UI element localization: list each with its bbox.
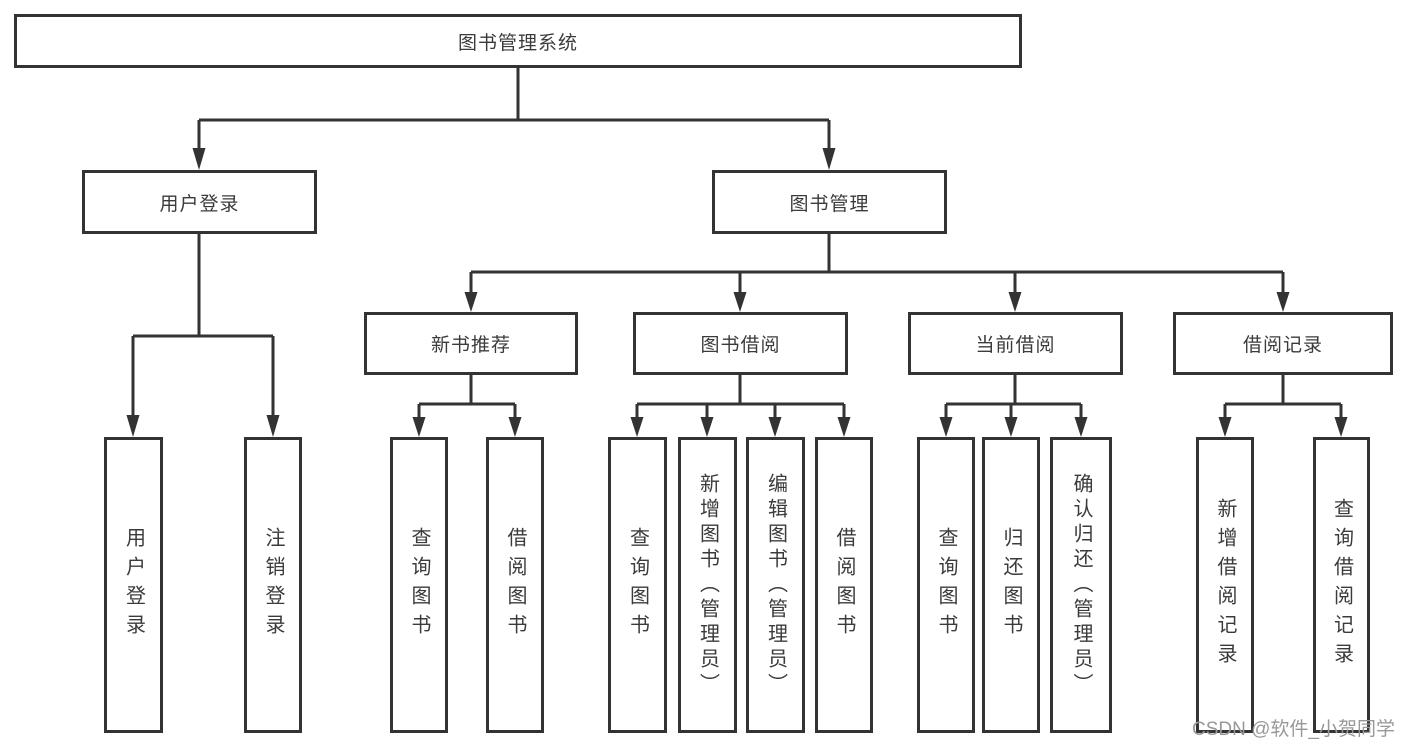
leaf-borrow-books: 借阅图书 xyxy=(815,437,873,733)
leaf-query-books-current: 查询图书 xyxy=(917,437,975,733)
leaf-logout: 注销登录 xyxy=(244,437,302,733)
node-user-login: 用户登录 xyxy=(82,170,317,234)
leaf-query-borrow-record: 查询借阅记录 xyxy=(1313,437,1370,733)
watermark: CSDN @软件_小贺同学 xyxy=(1192,719,1395,740)
leaf-add-borrow-record: 新增借阅记录 xyxy=(1196,437,1254,733)
leaf-query-books-recommend: 查询图书 xyxy=(390,437,448,733)
leaf-return-books: 归还图书 xyxy=(982,437,1040,733)
node-root: 图书管理系统 xyxy=(14,14,1022,68)
node-current-borrow: 当前借阅 xyxy=(908,312,1123,375)
leaf-query-books-borrow: 查询图书 xyxy=(608,437,667,733)
leaf-user-login: 用户登录 xyxy=(104,437,163,733)
node-borrow-records: 借阅记录 xyxy=(1173,312,1393,375)
leaf-borrow-books-recommend: 借阅图书 xyxy=(486,437,544,733)
node-book-borrow: 图书借阅 xyxy=(633,312,848,375)
node-new-book-recommend: 新书推荐 xyxy=(364,312,578,375)
node-book-management: 图书管理 xyxy=(712,170,947,234)
leaf-confirm-return-admin: 确认归还（管理员） xyxy=(1050,437,1112,733)
leaf-add-book-admin: 新增图书（管理员） xyxy=(678,437,737,733)
leaf-edit-book-admin: 编辑图书（管理员） xyxy=(746,437,805,733)
